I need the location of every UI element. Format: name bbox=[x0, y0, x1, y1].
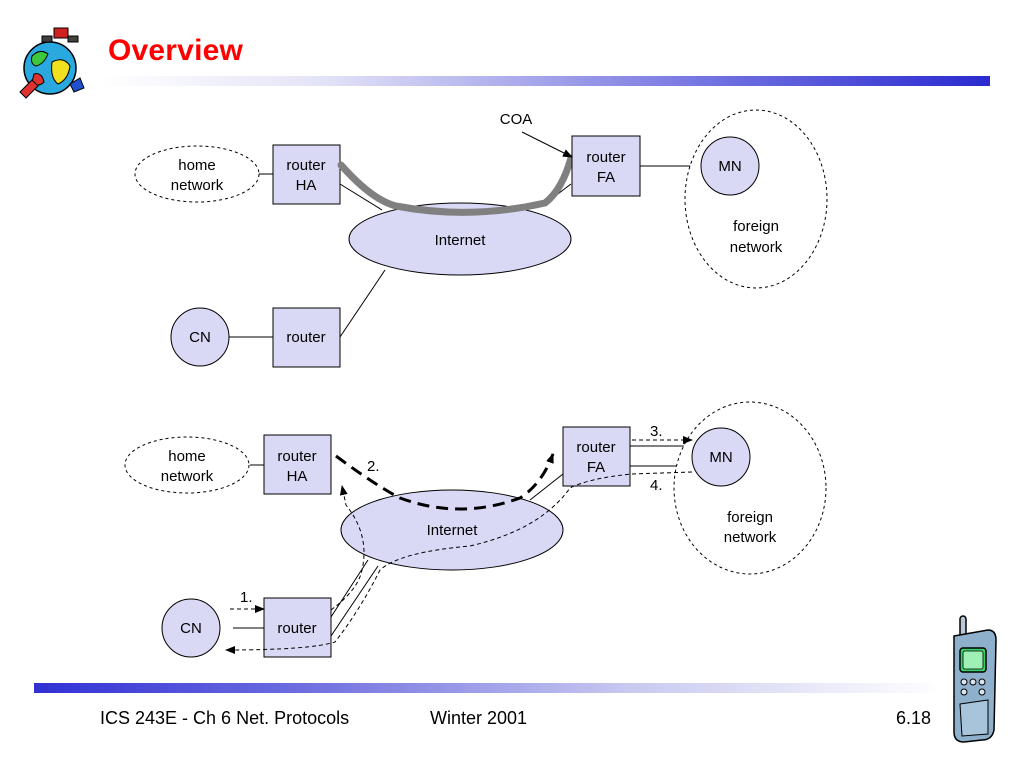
mobile-node bbox=[700, 136, 760, 196]
internet-cloud bbox=[348, 202, 572, 276]
router-ha bbox=[263, 434, 332, 495]
footer-term: Winter 2001 bbox=[430, 708, 528, 728]
correspondent-node-label: CN bbox=[180, 620, 202, 637]
foreign-network-label: foreign bbox=[727, 509, 773, 526]
foreign-network-label: foreign bbox=[733, 218, 779, 235]
router-fa-label: router bbox=[586, 149, 625, 166]
internet-cloud bbox=[340, 489, 564, 571]
coa-arrow bbox=[521, 131, 573, 158]
router-ha-label: router bbox=[286, 157, 325, 174]
router-fa bbox=[571, 135, 641, 197]
internet-label: Internet bbox=[435, 232, 487, 249]
tunnel-path bbox=[337, 154, 575, 216]
router-cn bbox=[272, 307, 341, 368]
router-cn bbox=[263, 597, 332, 658]
correspondent-node bbox=[161, 598, 221, 658]
router-cn-label: router bbox=[286, 329, 325, 346]
step-2-tunnel bbox=[335, 453, 555, 511]
home-network-label: home bbox=[168, 448, 206, 465]
footer-course: ICS 243E - Ch 6 Net. Protocols bbox=[100, 708, 350, 728]
home-network bbox=[124, 436, 250, 494]
footer-bar bbox=[34, 683, 944, 693]
step-2-label: 2. bbox=[367, 458, 380, 475]
step-4-path bbox=[225, 471, 693, 654]
foreign-network-area bbox=[673, 401, 827, 575]
coa-label: COA bbox=[500, 111, 533, 128]
step-3-label: 3. bbox=[650, 423, 663, 440]
router-fa-label: FA bbox=[587, 459, 605, 476]
footer-page-number: 6.18 bbox=[896, 708, 932, 728]
foreign-network-label: network bbox=[724, 529, 777, 546]
globe-satellite-logo-icon bbox=[19, 27, 85, 99]
home-network-label: network bbox=[171, 177, 224, 194]
correspondent-node bbox=[170, 307, 230, 367]
router-fa bbox=[562, 426, 631, 487]
foreign-network-label: network bbox=[730, 239, 783, 256]
foreign-network-area bbox=[684, 109, 828, 289]
page-title: Overview bbox=[108, 34, 244, 67]
mobile-phone-icon bbox=[953, 615, 997, 743]
mobile-node-label: MN bbox=[718, 158, 741, 175]
step-1-label: 1. bbox=[240, 589, 253, 606]
path-cn-to-ha bbox=[330, 485, 365, 611]
router-ha bbox=[272, 144, 341, 205]
step-4-label: 4. bbox=[650, 477, 663, 494]
bottom-diagram: foreign network home network router HA I… bbox=[124, 401, 827, 658]
router-cn-label: router bbox=[277, 620, 316, 637]
router-ha-label: HA bbox=[296, 177, 317, 194]
router-fa-label: router bbox=[576, 439, 615, 456]
mobile-node-label: MN bbox=[709, 449, 732, 466]
internet-label: Internet bbox=[427, 522, 479, 539]
correspondent-node-label: CN bbox=[189, 329, 211, 346]
mobile-node bbox=[691, 427, 751, 487]
router-fa-label: FA bbox=[597, 169, 615, 186]
home-network-label: home bbox=[178, 157, 216, 174]
top-diagram: foreign network home network router HA I… bbox=[134, 109, 828, 368]
router-ha-label: router bbox=[277, 448, 316, 465]
title-underline-bar bbox=[100, 76, 990, 86]
home-network-label: network bbox=[161, 468, 214, 485]
router-ha-label: HA bbox=[287, 468, 308, 485]
home-network bbox=[134, 145, 260, 203]
